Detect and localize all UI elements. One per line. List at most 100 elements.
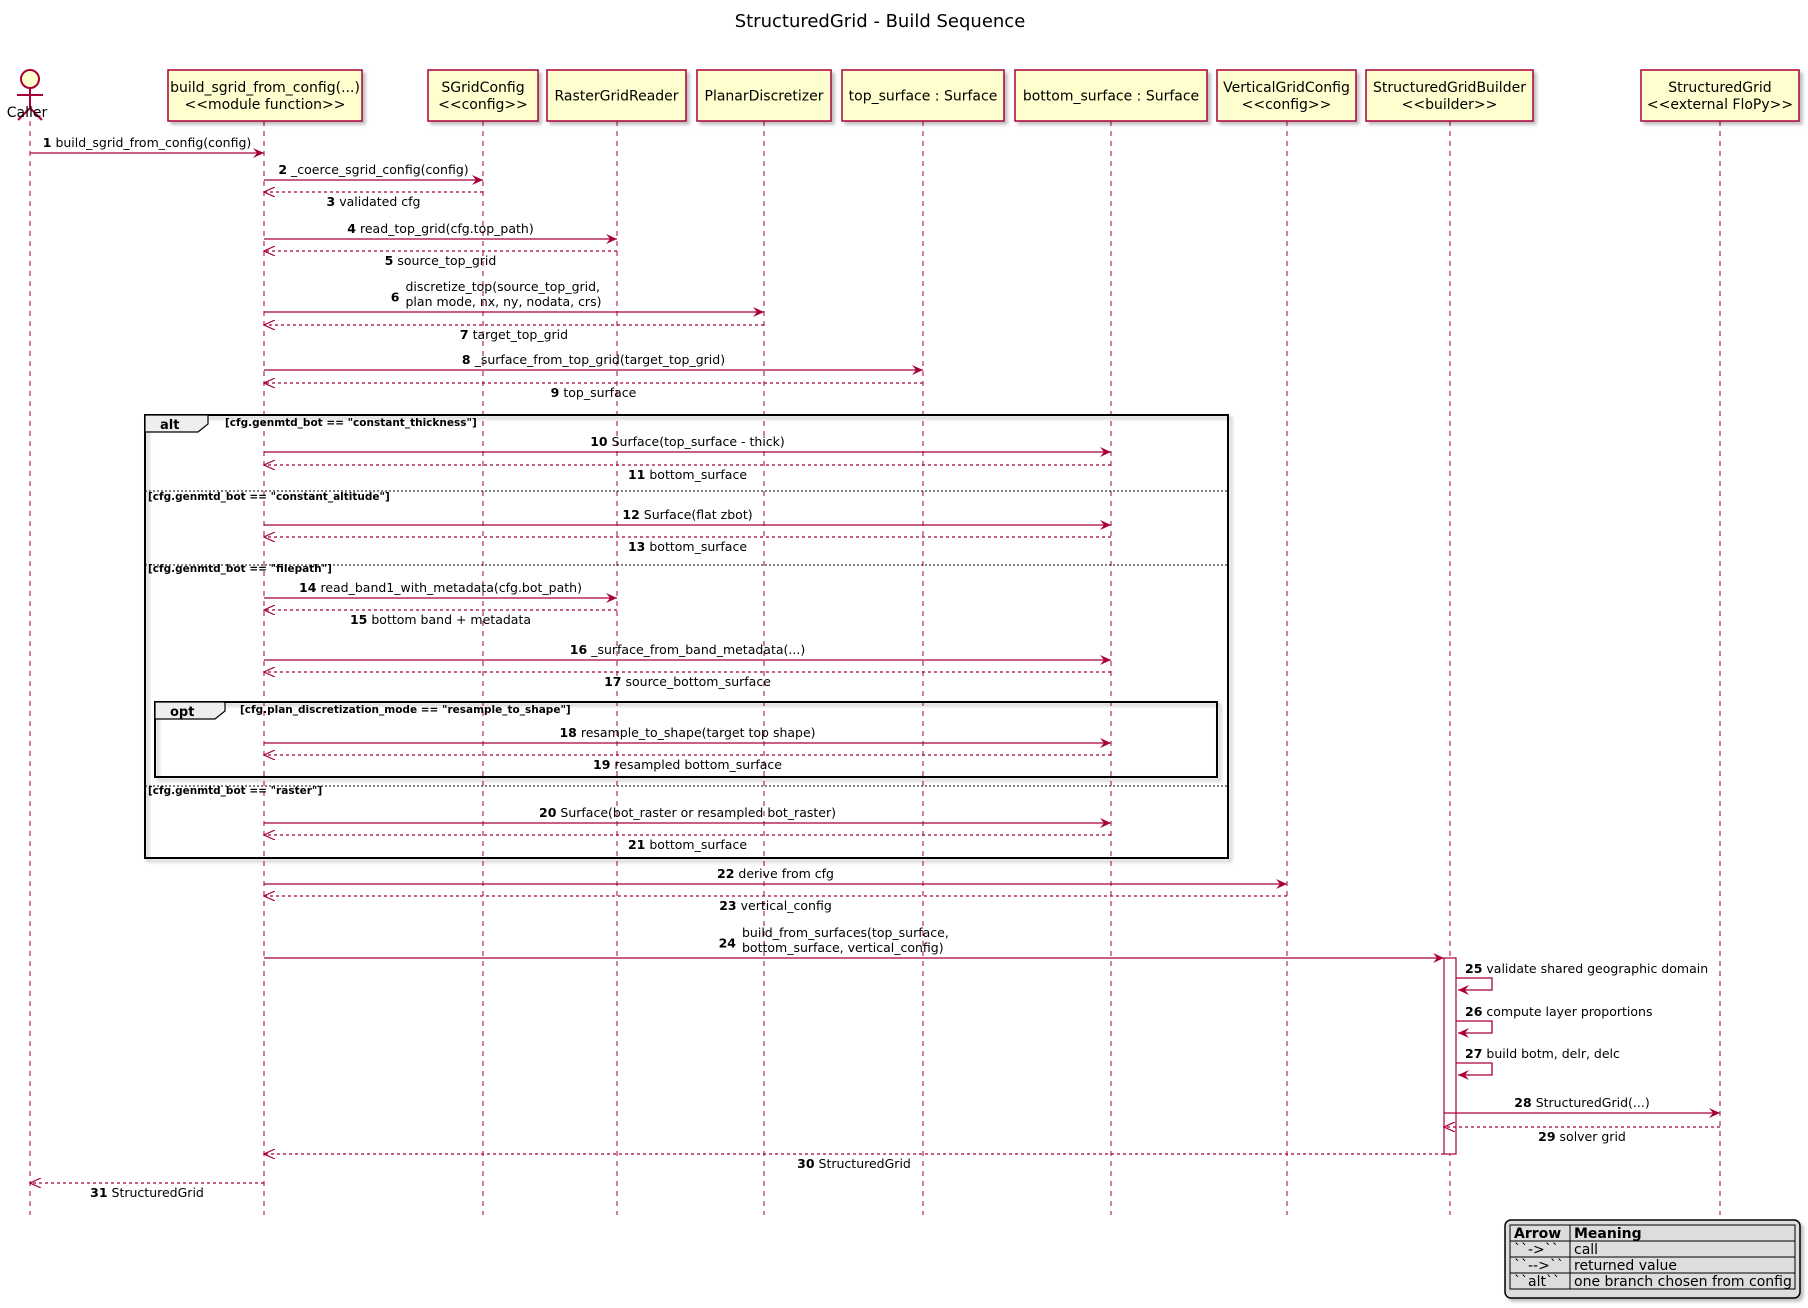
message-number: 17 (604, 674, 621, 689)
message-number: 19 (593, 757, 610, 772)
frame-alt: alt [cfg.genmtd_bot == "constant_thicknes… (144, 414, 1229, 859)
message-text: bottom_surface (649, 539, 747, 554)
participant-sgrid: StructuredGrid<<external FloPy>> (1640, 69, 1800, 122)
message-number: 24 (719, 936, 737, 951)
message-text: bottom_surface (649, 467, 747, 482)
message-label: 19 resampled bottom_surface (593, 757, 782, 772)
message-24: 24 build_from_surfaces(top_surface,bottom… (264, 925, 1444, 963)
message-text: Surface(bot_raster or resampled bot_rast… (560, 805, 836, 820)
message-text: derive from cfg (738, 866, 834, 881)
message-text: StructuredGrid (819, 1156, 911, 1171)
participant-label: build_sgrid_from_config(...) (170, 80, 360, 96)
message-number: 14 (299, 580, 317, 595)
actor-icon (17, 69, 43, 121)
frame-alt-guard: [cfg.genmtd_bot == "constant_thickness"] (225, 417, 477, 429)
message-label: 8_surface_from_top_grid(target_top_grid) (462, 352, 725, 367)
message-number: 16 (570, 642, 588, 657)
message-number: 12 (622, 507, 639, 522)
message-text: resampled bottom_surface (614, 757, 782, 772)
participant-build: build_sgrid_from_config(...)<<module fun… (167, 69, 363, 122)
message-number: 18 (559, 725, 576, 740)
message-8: 8_surface_from_top_grid(target_top_grid) (264, 352, 923, 375)
message-label: 2_coerce_sgrid_config(config) (278, 162, 468, 177)
participant-vertical: VerticalGridConfig<<config>> (1216, 69, 1357, 122)
message-text: Surface(top_surface - thick) (612, 434, 785, 449)
message-text: StructuredGrid (112, 1185, 204, 1200)
message-number: 28 (1514, 1095, 1531, 1110)
message-text: build_sgrid_from_config(config) (55, 135, 251, 150)
message-28: 28 StructuredGrid(...) (1444, 1095, 1720, 1118)
frame-alt-keyword: alt (160, 418, 179, 433)
participant-builder: StructuredGridBuilder<<builder>> (1365, 69, 1534, 122)
legend-cell: ``alt`` (1514, 1274, 1560, 1290)
message-number: 22 (717, 866, 734, 881)
message-text: top_surface (563, 385, 636, 400)
message-number: 23 (719, 898, 736, 913)
self-arrow (1456, 977, 1493, 995)
message-text: bottom_surface, vertical_config) (742, 940, 944, 955)
message-text: _coerce_sgrid_config(config) (290, 162, 469, 177)
message-label: 22 derive from cfg (717, 866, 834, 881)
message-number: 11 (628, 467, 645, 482)
message-text: StructuredGrid(...) (1536, 1095, 1650, 1110)
participant-sgridconfig: SGridConfig<<config>> (427, 69, 539, 122)
message-number: 4 (347, 221, 356, 236)
participant-label: RasterGridReader (554, 89, 678, 105)
message-16: 16_surface_from_band_metadata(...) (264, 642, 1111, 665)
message-text: build_from_surfaces(top_surface, (742, 925, 949, 940)
message-22: 22 derive from cfg (264, 866, 1287, 889)
participant-label: <<config>> (1242, 97, 1332, 113)
self-arrow (1456, 1020, 1493, 1038)
participant-label: Caller (7, 105, 48, 121)
message-19: 19 resampled bottom_surface (264, 755, 1111, 772)
message-number: 7 (460, 327, 469, 342)
participant-box (427, 69, 539, 122)
participant-top: top_surface : Surface (841, 69, 1005, 122)
message-text: validated cfg (339, 194, 420, 209)
message-text: solver grid (1560, 1129, 1626, 1144)
participant-label: VerticalGridConfig (1223, 80, 1350, 96)
participant-box (546, 69, 687, 122)
message-number: 27 (1465, 1046, 1482, 1061)
activation-bar-builder (1443, 957, 1457, 1155)
participant-box (1014, 69, 1208, 122)
participant-label: <<config>> (438, 97, 528, 113)
message-text: target_top_grid (473, 327, 568, 342)
participant-box (841, 69, 1005, 122)
message-text: bottom_surface (649, 837, 747, 852)
participant-bottom: bottom_surface : Surface (1014, 69, 1208, 122)
diagram-title: StructuredGrid - Build Sequence (735, 11, 1026, 32)
frame-alt-guard: [cfg.genmtd_bot == "raster"] (148, 785, 322, 797)
message-text: _surface_from_top_grid(target_top_grid) (474, 352, 725, 367)
legend-box (1504, 1219, 1801, 1299)
message-number: 5 (385, 253, 394, 268)
participant-label: <<external FloPy>> (1647, 97, 1793, 113)
message-number: 20 (539, 805, 557, 820)
legend-cell: ``->`` (1514, 1242, 1559, 1258)
message-number: 15 (350, 612, 367, 627)
message-number: 8 (462, 352, 471, 367)
